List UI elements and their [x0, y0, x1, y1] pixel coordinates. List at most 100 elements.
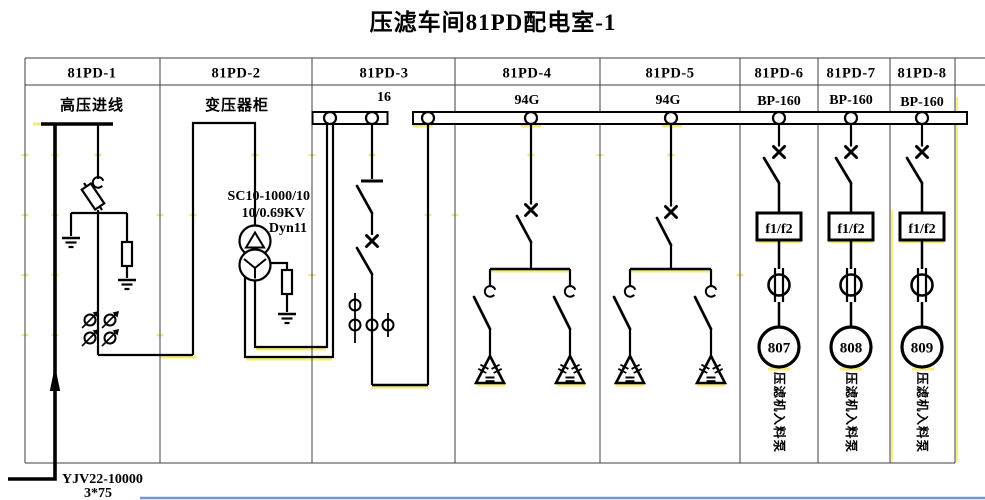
motor-number: 809: [911, 341, 934, 357]
plug-outlet-icon: [695, 354, 727, 385]
busbar-node: [914, 110, 930, 126]
relay-label: f1/f2: [837, 222, 864, 237]
switch-blade: [612, 295, 632, 331]
busbar-node: [322, 110, 338, 126]
ground-icon: [116, 278, 138, 291]
ct-arrow-icon: [81, 328, 100, 347]
connector-icon: [767, 266, 791, 304]
connector-icon: [839, 266, 863, 304]
busbar-node: [420, 110, 436, 126]
label-feeder-6: BP-160: [757, 94, 801, 109]
protection-relay-box: [755, 211, 803, 242]
transformer-model-label: SC10-1000/10: [228, 189, 310, 204]
label-main-breaker: 16: [377, 90, 391, 105]
panel-header-row: 81PD-1 81PD-2 81PD-3 81PD-4 81PD-5 81PD-…: [68, 66, 947, 82]
neutral-resistor-icon: [280, 268, 294, 296]
switch-blade: [693, 295, 713, 331]
cable-type-label: YJV22-10000: [62, 472, 143, 487]
motor-feeder-807: f1/f2 807 压滤机入料泵: [755, 124, 803, 453]
cable-spec-label: 3*75: [84, 486, 112, 500]
relay-label: f1/f2: [908, 222, 935, 237]
disconnector-blade: [355, 184, 374, 215]
switch-blade: [834, 156, 853, 185]
busbar-node: [771, 110, 787, 126]
busbar-node: [663, 110, 679, 126]
busbar-node: [523, 110, 539, 126]
breaker-x-icon: [915, 145, 929, 159]
incoming-cable-line: [8, 124, 57, 481]
motor-feeder-808: f1/f2 808 压滤机入料泵: [827, 124, 875, 453]
motor-number: 808: [840, 341, 863, 357]
busbar-node: [364, 110, 380, 126]
label-transformer: 变压器柜: [205, 96, 269, 114]
hv-cable-loop: [191, 121, 257, 355]
load-name-label: 压滤机入料泵: [844, 372, 859, 453]
motor-circle-icon: [900, 325, 944, 369]
busbar-node: [843, 110, 859, 126]
header-81pd-5: 81PD-5: [646, 66, 695, 82]
drop-fuse-icon: [80, 181, 106, 212]
contact-hook-icon: [483, 285, 497, 298]
switch-blade: [655, 216, 673, 247]
delta-symbol-icon: [244, 230, 266, 249]
header-81pd-7: 81PD-7: [827, 66, 876, 82]
breaker-x-icon: [524, 203, 538, 217]
motor-number: 807: [768, 341, 791, 357]
lv-feed-outer: [243, 124, 335, 359]
lv-busbar: [311, 110, 968, 126]
disconnector-blade: [355, 246, 374, 276]
cable-direction-arrow-icon: [49, 366, 61, 391]
plug-outlet-icon: [554, 354, 586, 385]
main-breaker-circuit: [348, 124, 430, 387]
contact-hook-icon: [563, 285, 577, 298]
header-81pd-8: 81PD-8: [898, 66, 947, 82]
header-81pd-3: 81PD-3: [360, 66, 409, 82]
contact-hook-icon: [623, 285, 637, 298]
incoming-circuit: YJV22-10000 3*75: [8, 122, 193, 500]
current-transformer-group: [81, 310, 120, 347]
branch-left: [612, 269, 646, 385]
branch-right: [552, 269, 586, 385]
busbar-section-right: [412, 111, 968, 125]
switch-blade: [905, 156, 924, 185]
plug-outlet-icon: [474, 354, 506, 385]
connector-icon: [910, 266, 934, 304]
load-name-label: 压滤机入料泵: [772, 372, 787, 453]
header-81pd-1: 81PD-1: [68, 66, 117, 82]
breaker-x-icon: [664, 205, 678, 219]
ground-icon: [60, 236, 82, 249]
transformer-vector-label: Dyn11: [269, 221, 307, 236]
protection-relay-box: [898, 211, 946, 242]
label-feeder-8: BP-160: [900, 95, 944, 110]
header-81pd-2: 81PD-2: [212, 66, 261, 82]
branch-right: [693, 269, 727, 385]
header-81pd-6: 81PD-6: [755, 66, 804, 82]
switch-blade: [762, 156, 781, 185]
label-incoming: 高压进线: [60, 96, 124, 114]
switch-blade: [472, 295, 492, 331]
load-name-label: 压滤机入料泵: [915, 372, 930, 453]
label-feeder-5: 94G: [656, 93, 681, 108]
ct-arrow-icon: [81, 310, 100, 329]
drawing-title: 压滤车间81PD配电室-1: [370, 9, 617, 35]
arrester-resistor-icon: [120, 240, 134, 268]
ct-arrow-icon: [101, 328, 120, 347]
plug-outlet-icon: [614, 354, 646, 385]
feeder-94g-circuit-1: [472, 124, 586, 385]
lv-feed-inner: [253, 124, 329, 349]
label-feeder-4: 94G: [515, 93, 540, 108]
switch-blade: [515, 214, 533, 244]
feeder-94g-circuit-2: [612, 124, 727, 385]
relay-label: f1/f2: [765, 222, 792, 237]
ground-icon: [276, 312, 298, 325]
breaker-x-icon: [772, 145, 786, 159]
branch-left: [472, 269, 506, 385]
motor-circle-icon: [757, 325, 801, 369]
breaker-x-icon: [844, 145, 858, 159]
header-81pd-4: 81PD-4: [503, 66, 552, 82]
panel-table-grid: [24, 57, 985, 464]
wye-symbol-icon: [243, 258, 267, 279]
transformer-circuit: SC10-1000/10 10/0.69KV Dyn11: [191, 121, 335, 359]
motor-feeder-809: f1/f2 809 压滤机入料泵: [898, 124, 946, 453]
